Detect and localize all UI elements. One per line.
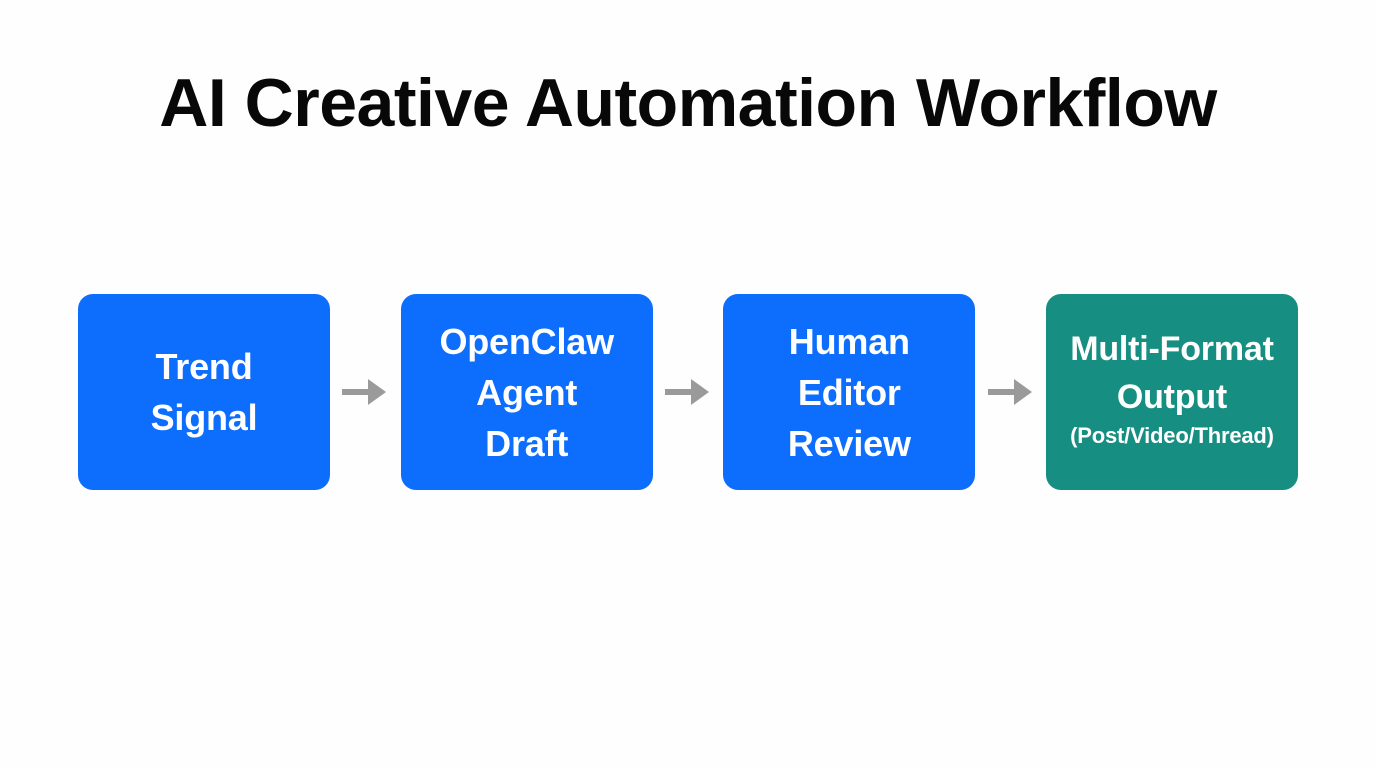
flow-node-label: Human Editor Review	[787, 320, 911, 464]
flow-node-human-editor-review[interactable]: Human Editor Review	[723, 294, 976, 490]
flow-node-trend-signal[interactable]: Trend Signal	[78, 294, 330, 490]
page-title: AI Creative Automation Workflow	[159, 65, 1217, 141]
flow-node-label: OpenClaw Agent Draft	[439, 320, 614, 464]
flow-node-openclaw-agent-draft[interactable]: OpenClaw Agent Draft	[400, 294, 653, 490]
flow-node-sublabel: (Post/Video/Thread)	[1070, 423, 1274, 448]
arrow-right-icon	[340, 372, 390, 412]
arrow-right-icon	[663, 372, 713, 412]
arrow-right-icon	[986, 372, 1036, 412]
flow-node-label: Trend Signal	[150, 346, 258, 438]
flow-node-label: Multi-Format Output	[1070, 330, 1274, 416]
flow-node-multi-format-output[interactable]: Multi-Format Output (Post/Video/Thread)	[1045, 294, 1298, 490]
workflow-flow-row: Trend Signal OpenClaw Agent Draft Human …	[78, 294, 1298, 490]
